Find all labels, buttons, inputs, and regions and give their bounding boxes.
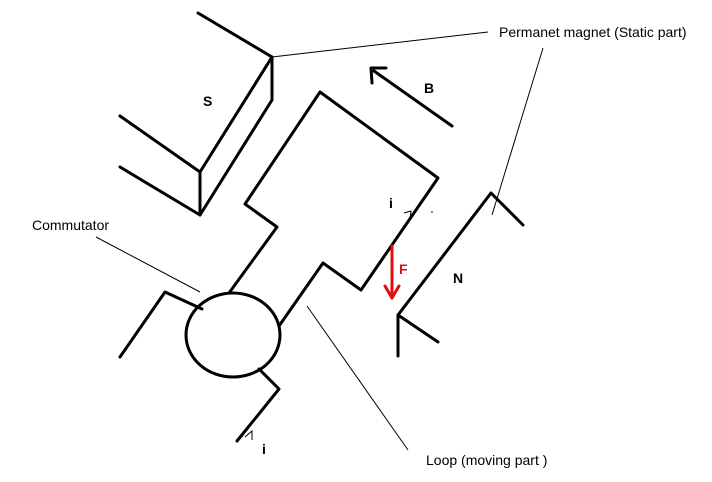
north-magnet-dot [431,211,433,213]
field-arrow-icon [369,66,454,128]
loop-wire [227,90,440,328]
loop-leader-line [306,305,409,451]
loop-label: Loop (moving part ) [426,452,548,468]
south-label: S [203,93,213,109]
north-magnet-edge [396,313,440,344]
commutator [184,291,282,379]
left-brush [118,290,204,359]
current-bottom-label: i [262,441,266,457]
commutator-leader-line [95,236,201,293]
commutator-label: Commutator [32,217,110,233]
bottom-brush [235,367,281,443]
current-top-label: i [389,195,393,211]
field-label: B [424,80,435,96]
south-magnet-face [118,55,274,174]
magnet-leader-line-n [491,47,544,216]
north-label: N [453,270,464,286]
magnet-label: Permanet magnet (Static part) [499,24,687,40]
south-magnet [118,11,274,217]
force-label: F [399,261,408,277]
south-magnet-outline [118,11,274,217]
magnet-leader-line-s [271,31,489,58]
north-magnet-outline [396,191,525,358]
force-arrow-icon [383,244,401,300]
north-magnet [396,191,525,358]
current-arrow-bottom-icon [244,429,253,440]
current-arrow-top-icon [403,210,412,220]
